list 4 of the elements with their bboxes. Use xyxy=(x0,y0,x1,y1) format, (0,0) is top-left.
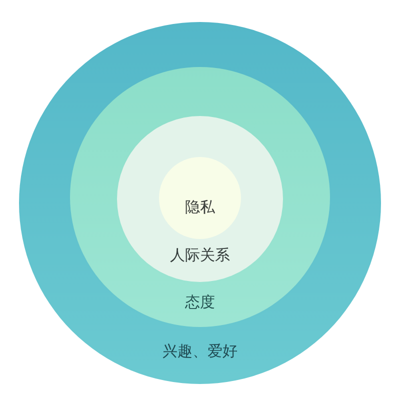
ring-label: 隐私 xyxy=(185,198,215,216)
ring-label: 人际关系 xyxy=(170,246,230,264)
ring-label: 态度 xyxy=(185,293,215,311)
ring-label: 兴趣、爱好 xyxy=(162,342,238,360)
